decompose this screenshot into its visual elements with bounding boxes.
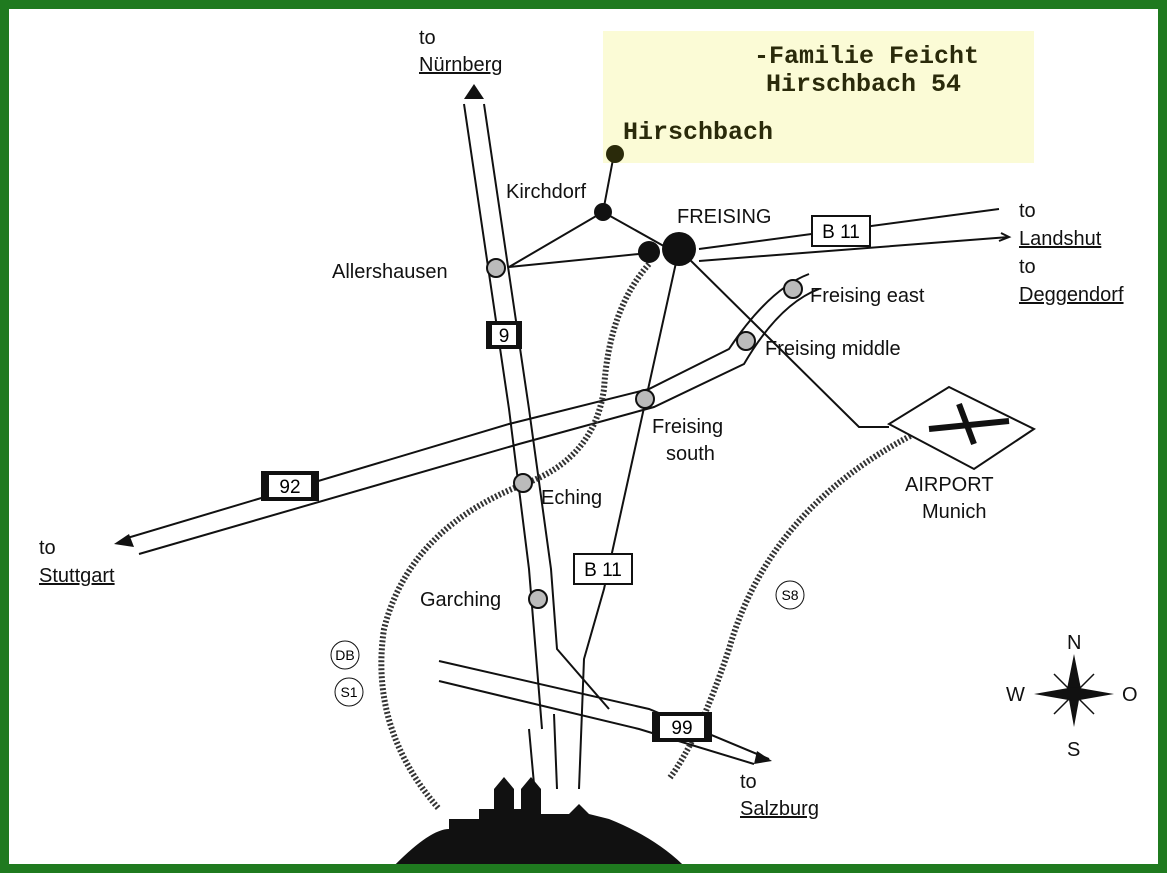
a9-road-right bbox=[483, 103, 610, 710]
address-box bbox=[603, 31, 1034, 163]
hirschbach-marker bbox=[606, 145, 624, 163]
compass-s: S bbox=[1067, 739, 1080, 761]
landshut-label: Landshut bbox=[1019, 228, 1102, 250]
airport-icon bbox=[886, 385, 1036, 471]
arrow-icon bbox=[998, 232, 1012, 242]
arrow-southeast-icon bbox=[754, 751, 772, 764]
freising-middle-label: Freising middle bbox=[765, 338, 901, 360]
railway-s8 bbox=[666, 431, 916, 781]
munich-skyline-icon bbox=[395, 777, 683, 864]
compass-o: O bbox=[1122, 684, 1138, 706]
b11-north-label: B 11 bbox=[822, 222, 860, 243]
freising-south-label-2: south bbox=[666, 443, 715, 465]
junction-allershausen bbox=[486, 258, 506, 278]
a99-road-bottom bbox=[438, 680, 755, 765]
a9-shield-label: 9 bbox=[499, 326, 510, 347]
road-south bbox=[528, 713, 558, 790]
freising-marker-small bbox=[638, 241, 660, 263]
compass-rose-icon bbox=[1034, 654, 1114, 727]
railway-s1 bbox=[378, 262, 652, 811]
b11-south-label: B 11 bbox=[584, 560, 622, 581]
stuttgart-label: Stuttgart bbox=[39, 565, 115, 587]
kirchdorf-marker bbox=[594, 203, 612, 221]
b11-road bbox=[578, 248, 680, 790]
airport-city-label: Munich bbox=[922, 501, 986, 523]
junction-eching bbox=[513, 473, 533, 493]
junction-garching bbox=[528, 589, 548, 609]
db-badge bbox=[330, 640, 360, 670]
eching-label: Eching bbox=[541, 487, 602, 509]
to-label: to bbox=[419, 27, 436, 49]
s8-label: S8 bbox=[781, 587, 798, 603]
allershausen-label: Allershausen bbox=[332, 261, 448, 283]
junction-freising-middle bbox=[736, 331, 756, 351]
db-label: DB bbox=[335, 647, 354, 663]
s1-badge bbox=[334, 677, 364, 707]
arrow-north-icon bbox=[464, 84, 484, 99]
a92-shield-label: 92 bbox=[279, 477, 300, 498]
compass-w: W bbox=[1006, 684, 1025, 706]
airport-road bbox=[678, 248, 889, 428]
arrow-west-icon bbox=[114, 534, 134, 547]
junction-freising-south bbox=[635, 389, 655, 409]
allershausen-road bbox=[508, 252, 650, 268]
address-name: -Familie Feicht bbox=[754, 42, 979, 71]
to-label: to bbox=[740, 771, 757, 793]
a99-road-top bbox=[438, 660, 770, 760]
freising-marker bbox=[662, 232, 696, 266]
airport-label: AIRPORT bbox=[905, 474, 994, 496]
b11-shield-north bbox=[811, 215, 871, 247]
b11-shield-south bbox=[573, 553, 633, 585]
freising-label: FREISING bbox=[677, 206, 771, 228]
route-map: 9 92 99 B 11 B 11 S8 DB S1 -Familie Feic… bbox=[39, 27, 1138, 864]
junction-freising-east bbox=[783, 279, 803, 299]
a92-road-bottom bbox=[138, 288, 820, 555]
salzburg-label: Salzburg bbox=[740, 798, 819, 820]
freising-south-label: Freising bbox=[652, 416, 723, 438]
address-street: Hirschbach 54 bbox=[766, 70, 961, 99]
deggendorf-label: Deggendorf bbox=[1019, 284, 1124, 306]
to-label: to bbox=[39, 537, 56, 559]
to-label: to bbox=[1019, 256, 1036, 278]
compass-n: N bbox=[1067, 632, 1081, 654]
garching-label: Garching bbox=[420, 589, 501, 611]
s8-badge bbox=[775, 580, 805, 610]
nurnberg-label: Nürnberg bbox=[419, 54, 502, 76]
freising-east-label: Freising east bbox=[810, 285, 925, 307]
kirchdorf-label: Kirchdorf bbox=[506, 181, 586, 203]
a99-shield-label: 99 bbox=[671, 718, 692, 739]
to-label: to bbox=[1019, 200, 1036, 222]
hirschbach-label: Hirschbach bbox=[623, 118, 773, 147]
s1-label: S1 bbox=[340, 684, 357, 700]
a92-road-top bbox=[123, 273, 810, 540]
